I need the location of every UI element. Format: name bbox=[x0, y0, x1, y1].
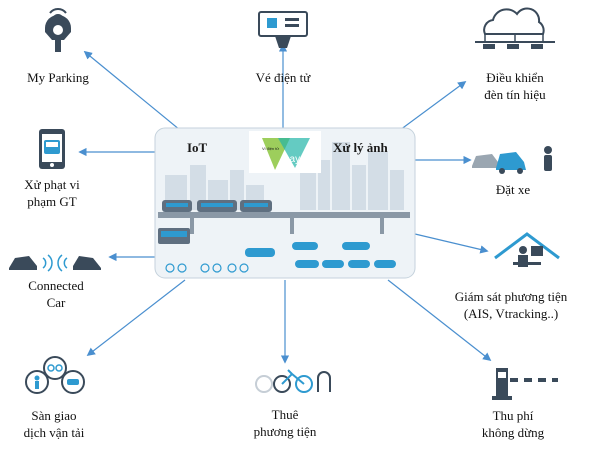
arrow-my-parking bbox=[83, 50, 181, 131]
label-my-parking: My Parking bbox=[27, 70, 89, 85]
label-thu-phi: Thu phí không dừng bbox=[481, 408, 545, 440]
arrow-dieu-khien bbox=[399, 81, 467, 131]
arrow-giam-sat bbox=[414, 233, 489, 254]
center-left-label: IoT bbox=[187, 140, 208, 155]
arrows bbox=[78, 43, 492, 364]
cars-illustration bbox=[245, 242, 396, 268]
center-panel: IoT Xử lý ảnh Vi điện tử pay bbox=[154, 127, 416, 279]
logo-text: pay bbox=[284, 154, 300, 165]
logo-small-text: Vi điện tử bbox=[262, 146, 279, 151]
label-connected-car: Connected Car bbox=[28, 278, 84, 310]
parking-meter-icon bbox=[45, 8, 71, 52]
label-giam-sat: Giám sát phương tiện (AIS, Vtracking..) bbox=[454, 289, 568, 321]
label-xu-phat: Xử phạt vi phạm GT bbox=[24, 177, 80, 209]
car-booking-icon bbox=[472, 146, 552, 174]
transport-exchange-icon bbox=[25, 356, 85, 394]
bikes-illustration bbox=[165, 263, 249, 273]
label-dat-xe: Đặt xe bbox=[495, 182, 531, 197]
pay-logo bbox=[249, 131, 321, 173]
connected-car-icon bbox=[9, 254, 101, 272]
cloud-traffic-light-icon bbox=[475, 7, 555, 49]
label-san-giao-dich: Sàn giao dịch vận tải bbox=[23, 408, 85, 440]
e-ticket-icon bbox=[258, 11, 308, 48]
home-monitor-icon bbox=[494, 232, 560, 267]
label-ve-dien-tu: Vé điện tử bbox=[255, 70, 311, 85]
arrow-san-giao-dich bbox=[86, 279, 186, 357]
label-thue-phuong-tien: Thuê phương tiện bbox=[253, 407, 317, 439]
bicycle-rental-icon bbox=[255, 369, 331, 393]
phone-bus-icon bbox=[39, 129, 65, 169]
toll-gate-icon bbox=[492, 368, 558, 400]
arrow-thu-phi bbox=[387, 279, 492, 362]
center-right-label: Xử lý ảnh bbox=[333, 140, 389, 155]
label-dieu-khien-den: Điều khiển đèn tín hiệu bbox=[484, 70, 546, 102]
elevated-train bbox=[158, 200, 410, 234]
bus-illustration bbox=[158, 228, 190, 244]
